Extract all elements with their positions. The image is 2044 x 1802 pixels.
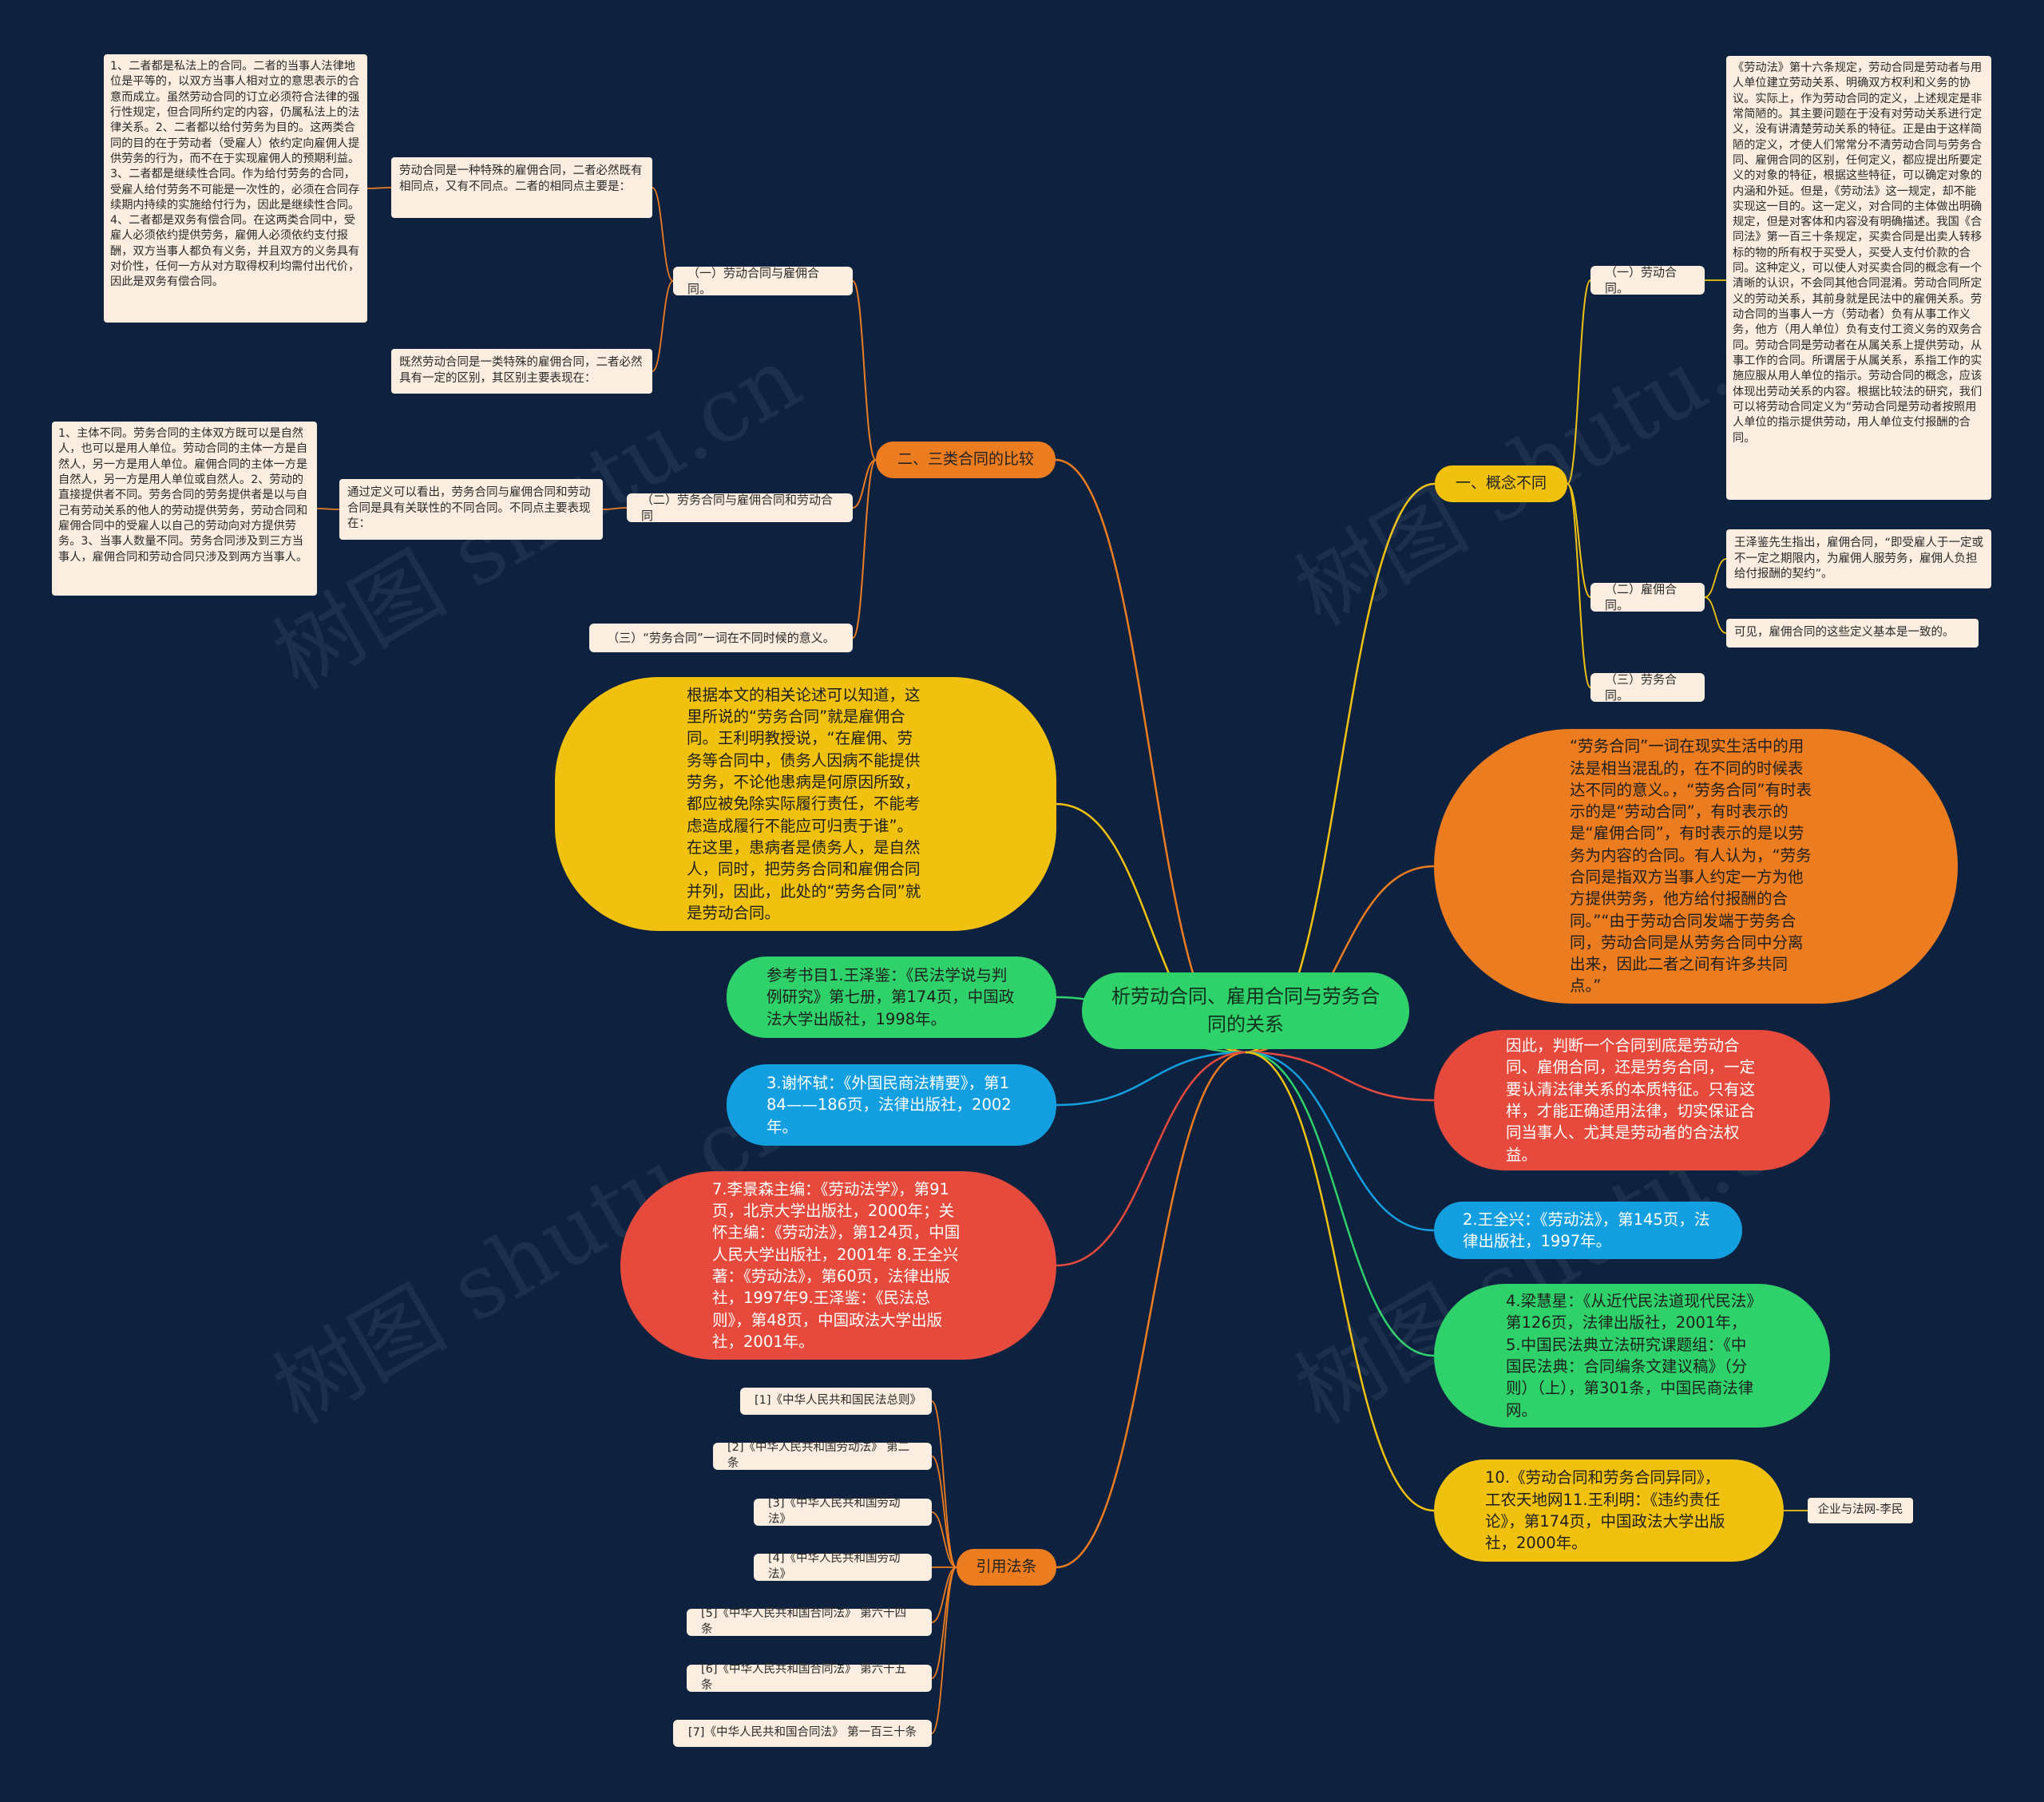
connector-line <box>1056 1051 1246 1267</box>
subbranch-employment-contract[interactable]: （二）雇佣合同。 <box>1590 582 1705 612</box>
connector-line <box>1245 1051 1435 1512</box>
connector-line <box>931 1455 957 1568</box>
leaf-similarities-list: 1、二者都是私法上的合同。二者的当事人法律地位是平等的，以双方当事人相对立的意思… <box>104 54 367 323</box>
connector-line <box>1567 483 1591 598</box>
note-conclusion[interactable]: 因此，判断一个合同到底是劳动合同、雇佣合同，还是劳务合同，一定要认清法律关系的本… <box>1434 1030 1830 1170</box>
connector-line <box>1567 279 1591 485</box>
reference-text: 3.谢怀轼：《外国民商法精要》，第184——186页，法律出版社，2002年。 <box>766 1074 1012 1136</box>
source-label: 企业与法网-李民 <box>1808 1498 1913 1523</box>
connector-line <box>852 280 877 461</box>
leaf-differences-list: 1、主体不同。劳务合同的主体双方既可以是自然人，也可以是用人单位。劳动合同的主体… <box>52 422 317 596</box>
law-citation-item[interactable]: [2]《中华人民共和国劳动法》 第二条 <box>713 1441 932 1470</box>
law-citation-item[interactable]: [6]《中华人民共和国合同法》 第六十五条 <box>687 1663 932 1692</box>
subbranch-service-contract[interactable]: （三）劳务合同。 <box>1590 672 1705 703</box>
reference-text: 参考书目1.王泽鉴：《民法学说与判例研究》第七册，第174页，中国政法大学出版社… <box>766 966 1015 1028</box>
reference-text: 7.李景森主编：《劳动法学》，第91页，北京大学出版社，2000年；关怀主编：《… <box>712 1179 961 1351</box>
reference-4-5[interactable]: 4.梁慧星：《从近代民法道现代民法》第126页，法律出版社，2001年，5.中国… <box>1434 1284 1830 1428</box>
law-citation-item[interactable]: [3]《中华人民共和国劳动法》 <box>754 1497 932 1526</box>
reference-3[interactable]: 3.谢怀轼：《外国民商法精要》，第184——186页，法律出版社，2002年。 <box>727 1064 1056 1146</box>
note-text: “劳务合同”一词在现实生活中的用法是相当混乱的，在不同的时候表达不同的意义。，“… <box>1570 737 1812 996</box>
connector-line <box>1704 558 1727 598</box>
reference-text: 10.《劳动合同和劳务合同异同》，工农天地网11.王利明：《违约责任论》，第17… <box>1485 1468 1725 1553</box>
law-citation-item[interactable]: [1]《中华人民共和国民法总则》 <box>740 1388 932 1415</box>
note-term-confusion[interactable]: “劳务合同”一词在现实生活中的用法是相当混乱的，在不同的时候表达不同的意义。，“… <box>1434 729 1958 1004</box>
subbranch-service-vs-others[interactable]: （二）劳务合同与雇佣合同和劳动合同 <box>627 493 853 523</box>
connector-line <box>1245 1051 1435 1357</box>
connector-line <box>1056 1051 1246 1569</box>
law-citation-item[interactable]: [7]《中华人民共和国合同法》 第一百三十条 <box>673 1720 932 1747</box>
note-text: 因此，判断一个合同到底是劳动合同、雇佣合同，还是劳务合同，一定要认清法律关系的本… <box>1506 1036 1756 1164</box>
connector-line <box>1245 1051 1435 1102</box>
reference-2[interactable]: 2.王全兴：《劳动法》，第145页，法律出版社，1997年。 <box>1434 1202 1742 1259</box>
connector-line <box>1704 596 1727 634</box>
leaf-differences-summary: 通过定义可以看出，劳务合同与雇佣合同和劳动合同是具有关联性的不同合同。不同点主要… <box>339 479 603 540</box>
reference-10-11[interactable]: 10.《劳动合同和劳务合同异同》，工农天地网11.王利明：《违约责任论》，第17… <box>1434 1459 1784 1562</box>
leaf-employment-definition: 王泽鉴先生指出，雇佣合同，“即受雇人于一定或不一定之期限内，为雇佣人服劳务，雇佣… <box>1726 529 1991 588</box>
connector-line <box>931 1400 957 1568</box>
connector-line <box>931 1566 957 1734</box>
connector-line <box>931 1566 957 1679</box>
connector-line <box>852 459 877 639</box>
branch-cited-laws[interactable]: 引用法条 <box>957 1549 1056 1586</box>
connector-line <box>1056 1051 1246 1107</box>
connector-line <box>1245 1051 1435 1232</box>
subbranch-labor-vs-employment[interactable]: （一）劳动合同与雇佣合同。 <box>673 266 853 296</box>
law-citation-item[interactable]: [5]《中华人民共和国合同法》 第六十四条 <box>687 1607 932 1636</box>
leaf-similarities-intro: 劳动合同是一种特殊的雇佣合同，二者必然既有相同点，又有不同点。二者的相同点主要是… <box>391 157 652 218</box>
subbranch-labor-contract[interactable]: （一）劳动合同。 <box>1590 265 1705 295</box>
leaf-employment-conclusion: 可见，雇佣合同的这些定义基本是一致的。 <box>1726 619 1979 648</box>
connector-line <box>931 1511 957 1568</box>
subbranch-term-meaning[interactable]: （三）“劳务合同”一词在不同时候的意义。 <box>589 624 853 652</box>
note-text: 根据本文的相关论述可以知道，这里所说的“劳务合同”就是雇佣合同。王利明教授说，“… <box>687 685 921 922</box>
leaf-labor-contract-definition: 《劳动法》第十六条规定，劳动合同是劳动者与用人单位建立劳动关系、明确双方权利和义… <box>1726 56 1991 500</box>
reference-1[interactable]: 参考书目1.王泽鉴：《民法学说与判例研究》第七册，第174页，中国政法大学出版社… <box>727 956 1056 1038</box>
connector-line <box>652 280 674 372</box>
connector-line <box>652 187 674 282</box>
connector-line <box>1055 458 1246 1054</box>
leaf-differences-intro: 既然劳动合同是一类特殊的雇佣合同，二者必然具有一定的区别，其区别主要表现在： <box>391 349 652 394</box>
connector-line <box>852 459 877 509</box>
reference-text: 2.王全兴：《劳动法》，第145页，法律出版社，1997年。 <box>1463 1210 1710 1250</box>
connector-line <box>1567 483 1591 688</box>
reference-text: 4.梁慧星：《从近代民法道现代民法》第126页，法律出版社，2001年，5.中国… <box>1506 1292 1755 1420</box>
connector-line <box>602 507 628 510</box>
branch-concept-difference[interactable]: 一、概念不同 <box>1435 465 1567 502</box>
law-citation-item[interactable]: [4]《中华人民共和国劳动法》 <box>754 1552 932 1581</box>
branch-comparison[interactable]: 二、三类合同的比较 <box>876 442 1056 478</box>
root-topic[interactable]: 析劳动合同、雇用合同与劳务合同的关系 <box>1082 972 1409 1049</box>
reference-7[interactable]: 7.李景森主编：《劳动法学》，第91页，北京大学出版社，2000年；关怀主编：《… <box>620 1171 1056 1360</box>
connector-line <box>931 1566 957 1623</box>
note-service-contract-meaning[interactable]: 根据本文的相关论述可以知道，这里所说的“劳务合同”就是雇佣合同。王利明教授说，“… <box>555 677 1056 931</box>
